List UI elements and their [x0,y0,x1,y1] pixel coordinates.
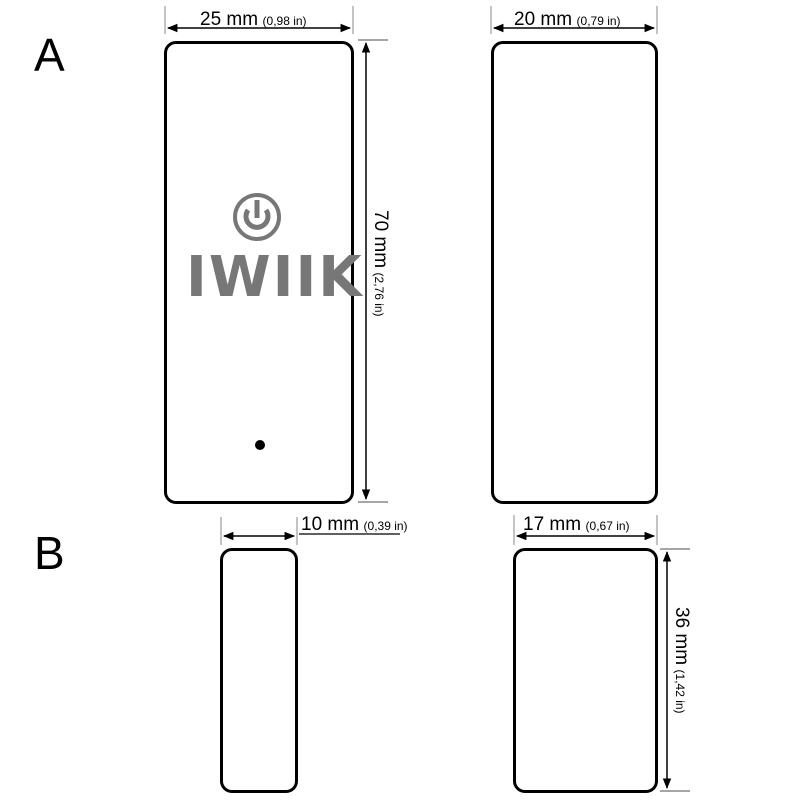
b-front-width-label: 10 mm (0,39 in) [301,514,408,535]
device-a-front [164,41,354,504]
device-b-front [220,548,298,793]
b-side-width-label: 17 mm (0,67 in) [523,514,630,535]
b-side-height-label: 36 mm (1,42 in) [671,607,692,714]
device-a-side [491,41,658,504]
section-label-a: A [34,29,65,81]
a-side-width-label: 20 mm (0,79 in) [514,9,621,30]
section-label-b: B [34,527,65,579]
a-front-height-label: 70 mm (2,76 in) [370,210,391,317]
led-indicator-dot [255,440,265,450]
device-b-side [513,548,658,793]
a-front-width-label: 25 mm (0,98 in) [200,9,307,30]
brand-logo: IWIIK [186,245,364,310]
